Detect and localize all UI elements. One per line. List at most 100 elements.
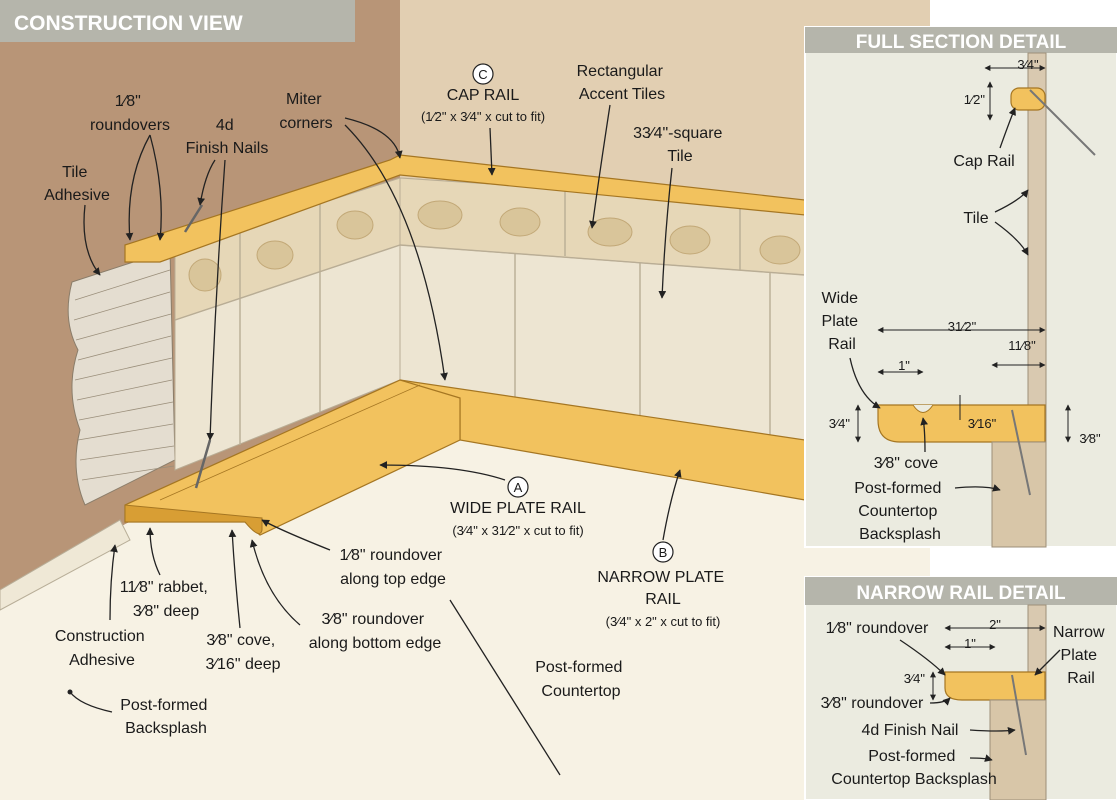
section-cap-leader [999, 107, 1016, 149]
construction-adhesive-leader [109, 544, 118, 621]
cap-rail-leader [487, 127, 496, 176]
narrow-detail-rail [944, 671, 1046, 701]
finish-nail-leader [969, 727, 1016, 735]
roundover-small-label: 1⁄8" roundover [826, 620, 929, 637]
roundovers-leader-b [125, 134, 151, 241]
dim-one: 1" [898, 358, 910, 373]
dim-cap-width: 3⁄4" [1017, 57, 1039, 72]
dim-rabbet: 11⁄8" [1008, 338, 1036, 353]
rect-tiles-label: Rectangular Accent Tiles [577, 63, 668, 103]
narrow-backsplash-label: Post-formed Countertop Backsplash [831, 748, 996, 788]
cap-rail-name: CAP RAIL [447, 87, 520, 104]
construction-title: CONSTRUCTION VIEW [14, 12, 243, 35]
narrow-detail-title: NARROW RAIL DETAIL [856, 583, 1066, 604]
section-tile-label: Tile [963, 210, 988, 227]
roundover-bottom-leader [249, 539, 301, 626]
rabbet-label: 11⁄8" rabbet, 3⁄8" deep [120, 579, 213, 620]
cove-leader [228, 529, 241, 629]
dim-two: 2" [989, 617, 1001, 632]
section-tile-leader-b [994, 221, 1029, 256]
miter-label: Miter corners [279, 91, 332, 132]
roundover-top-label: 1⁄8" roundover along top edge [339, 547, 446, 588]
section-cap-rail-label: Cap Rail [953, 153, 1014, 170]
roundovers-leader-a [149, 134, 165, 241]
full-section-panel [804, 26, 1117, 548]
backsplash-leader [69, 691, 113, 713]
dim-one-narrow: 1" [964, 636, 976, 651]
narrow-rail-leader [662, 469, 682, 541]
section-wide-plate-leader [849, 357, 881, 409]
tile-adhesive [67, 249, 176, 506]
construction-title-bar [0, 0, 355, 42]
section-cove-label: 3⁄8" cove [874, 455, 938, 472]
section-tile-leader-a [994, 189, 1029, 213]
wide-rail-end-grain [124, 504, 263, 535]
narrow-backsplash-leader [969, 754, 993, 762]
cove-label: 3⁄8" cove, 3⁄16" deep [205, 632, 280, 673]
narrow-rail-letter: B [659, 545, 668, 560]
narrow-rail-marker [652, 541, 674, 563]
roundovers-label: 1⁄8" roundovers [90, 93, 170, 134]
tile-adhesive-leader [83, 204, 101, 276]
full-section-title-bar [805, 27, 1117, 53]
miter-leader-b [344, 124, 448, 381]
nail-bottom [194, 439, 212, 489]
countertop-leader [449, 599, 561, 776]
section-backsplash [991, 441, 1047, 548]
narrow-detail-title-bar [805, 577, 1117, 605]
nails-leader-a [197, 159, 216, 206]
finish-nail-label: 4d Finish Nail [862, 722, 959, 739]
full-section-title: FULL SECTION DETAIL [856, 32, 1067, 53]
dim-cap-height: 1⁄2" [964, 92, 986, 107]
narrow-rail-name: NARROW PLATE RAIL [597, 569, 728, 608]
roundover-small-leader [899, 639, 946, 676]
dim-thick-narrow: 3⁄4" [904, 671, 926, 686]
section-cap-rail [1010, 87, 1046, 111]
left-tile-joints [174, 204, 401, 445]
countertop-label: Post-formed Countertop [535, 659, 627, 700]
narrow-plate-leader [1034, 649, 1061, 676]
section-cove [912, 404, 934, 413]
backsplash-label: Post-formed Backsplash [120, 697, 212, 737]
nail-top [183, 204, 204, 233]
narrow-rail-size: (3⁄4" x 2" x cut to fit) [606, 614, 721, 629]
leaf-motifs [188, 200, 801, 292]
section-backsplash-label: Post-formed Countertop Backsplash [854, 480, 946, 543]
dim-cove-depth: 3⁄16" [968, 416, 997, 431]
rect-tiles-leader [589, 104, 611, 229]
roundover-bottom-label: 3⁄8" roundover along bottom edge [309, 611, 442, 652]
wide-rail-letter: A [514, 480, 523, 495]
wide-rail-size: (3⁄4" x 31⁄2" x cut to fit) [452, 523, 583, 538]
section-backsplash-leader [954, 484, 1001, 492]
adhesive-ridges [73, 269, 175, 481]
wide-rail-name: WIDE PLATE RAIL [450, 500, 586, 517]
backsplash-lip [0, 519, 131, 611]
square-tile-leader [658, 167, 673, 299]
section-wide-rail [877, 404, 1046, 443]
dim-total: 31⁄2" [948, 319, 977, 334]
back-tile-joints [399, 190, 806, 448]
section-wide-plate-label: Wide Plate Rail [822, 290, 863, 353]
section-cove-leader [920, 417, 929, 453]
finish-nails-label: 4d Finish Nails [186, 117, 269, 157]
cap-rail-letter: C [478, 67, 487, 82]
rabbet-leader [146, 527, 161, 576]
roundover-top-leader [261, 519, 331, 551]
construction-adhesive-label: Construction Adhesive [55, 628, 149, 669]
wide-rail-cove-line [159, 384, 421, 501]
dim-thick: 3⁄4" [829, 416, 851, 431]
wide-rail-marker [507, 476, 529, 498]
tile-adhesive-label: Tile Adhesive [44, 164, 110, 204]
miter-leader-a [344, 117, 403, 159]
narrow-detail-backsplash [989, 699, 1047, 800]
section-plate-nail [1011, 409, 1031, 496]
roundover-large-leader [929, 697, 951, 706]
cap-rail-marker [472, 63, 494, 85]
square-tile-label: 33⁄4"-square Tile [633, 125, 727, 165]
narrow-plate-label: Narrow Plate Rail [1053, 624, 1109, 687]
nails-leader-b [206, 159, 226, 441]
roundover-large-label: 3⁄8" roundover [821, 695, 924, 712]
backsplash-dot [67, 689, 73, 695]
